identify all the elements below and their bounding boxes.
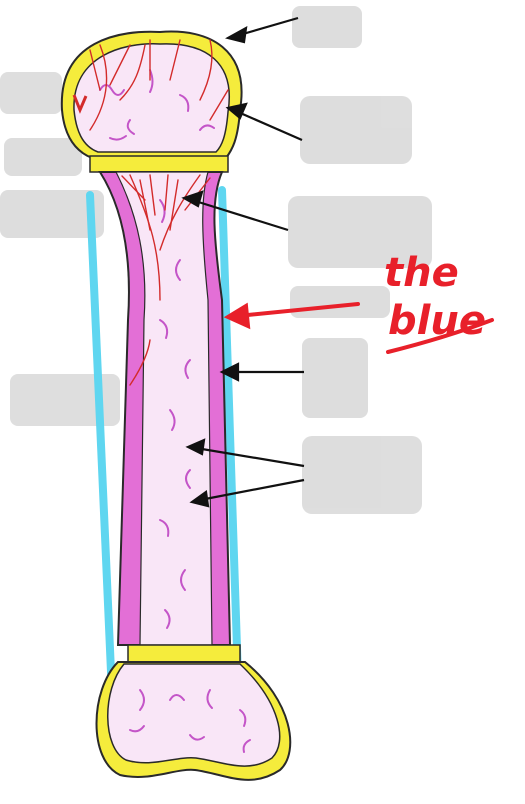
redacted-label-left-1: [0, 72, 62, 114]
distal-growth-plate: [127, 644, 241, 664]
redacted-label-left-4: [10, 374, 120, 426]
annotation-text-line1: the: [384, 250, 459, 296]
blood-vessels: [89, 39, 229, 386]
spongy-bone-texture: [99, 69, 251, 753]
redacted-label-right-4: [290, 286, 390, 318]
redacted-label-right-2: [300, 96, 412, 164]
redacted-label-right-6: [302, 436, 422, 514]
annotation-underline: [386, 318, 494, 354]
redacted-label-top-right: [292, 6, 362, 48]
redacted-labels: [0, 6, 432, 514]
annotation-arrow: [223, 302, 360, 330]
redacted-label-right-5: [302, 338, 368, 418]
arrow-to-epiphysis: [237, 110, 303, 142]
arrow-to-medullary-cavity-2: [199, 478, 305, 502]
redacted-label-left-3: [0, 190, 104, 238]
redacted-label-right-3: [288, 196, 432, 268]
proximal-epiphysis: [73, 43, 230, 153]
pointer-arrows: [181, 16, 305, 508]
redacted-label-left-2: [4, 138, 82, 176]
arrow-to-epiphyseal-line: [191, 198, 289, 232]
distal-epiphysis: [107, 663, 281, 767]
annotation-text-line2: blue: [388, 298, 486, 344]
proximal-growth-plate: [89, 155, 229, 173]
arrow-to-medullary-cavity-1: [195, 446, 305, 468]
vessel-entry-mark: [72, 94, 88, 114]
